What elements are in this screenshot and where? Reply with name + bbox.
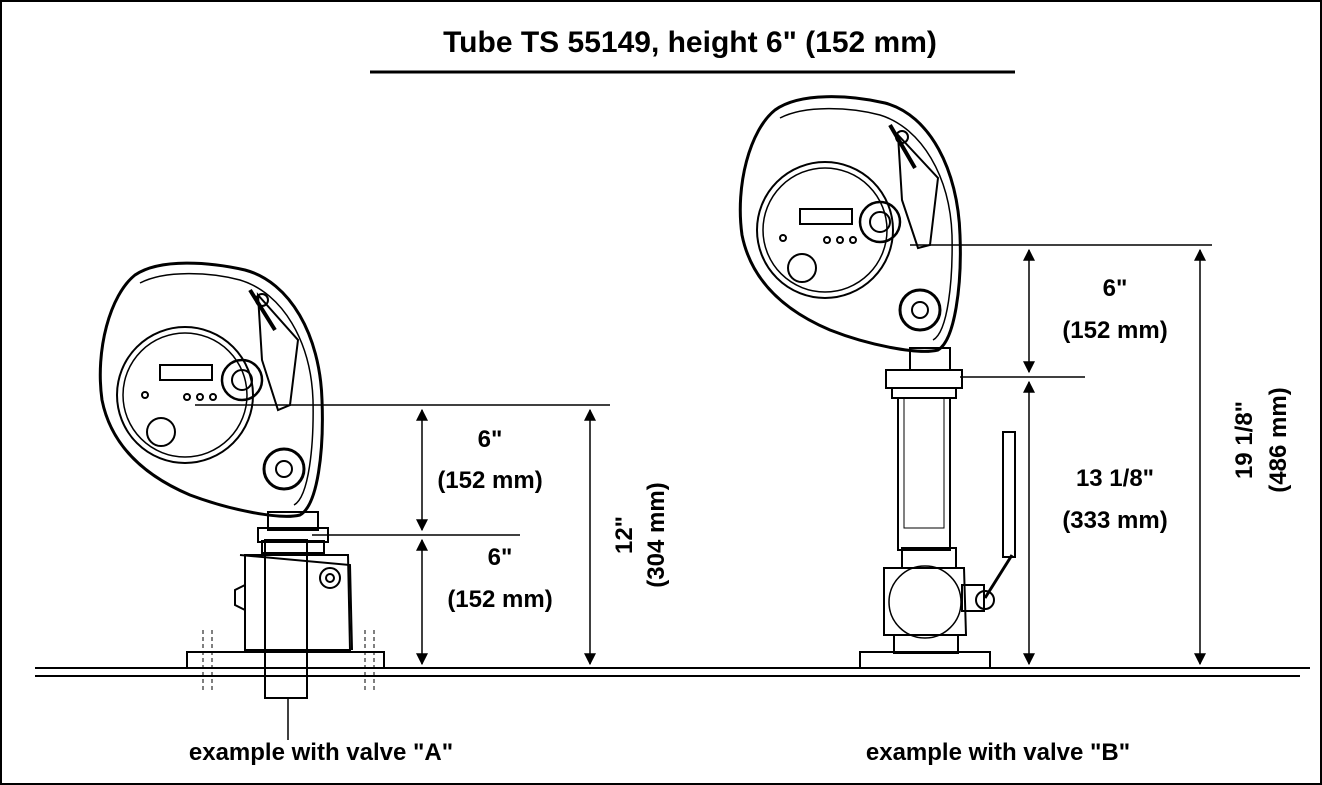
right-device: [738, 95, 1016, 669]
right-knob: [858, 200, 902, 244]
right-controller-housing: [738, 95, 962, 353]
right-dim-bottom-mm: (333 mm): [1062, 507, 1167, 534]
left-dim-total-in: 12": [611, 516, 638, 554]
left-base-plate: [186, 651, 385, 669]
left-button: [146, 417, 176, 447]
left-tube: [264, 539, 308, 699]
left-controller-housing: [98, 261, 324, 518]
left-dim-total-mm: (304 mm): [643, 482, 670, 587]
right-caption: example with valve "B": [866, 739, 1130, 766]
left-dim-top-in: 6": [478, 426, 503, 453]
left-valve-body: [244, 554, 352, 651]
diagram-title: Tube TS 55149, height 6" (152 mm): [443, 26, 937, 59]
left-neck: [267, 511, 319, 531]
left-display: [159, 364, 213, 381]
right-dim-total-in: 19 1/8": [1231, 401, 1258, 479]
right-valve-handle: [983, 554, 1014, 599]
ground-line: [35, 667, 1310, 677]
right-dim-total-mm: (486 mm): [1265, 387, 1292, 492]
right-dimension-lines: [910, 244, 1212, 666]
left-dial-face: [116, 326, 254, 464]
left-knob: [220, 358, 264, 402]
right-display: [799, 208, 853, 225]
right-dim-top-in: 6": [1103, 275, 1128, 302]
left-caption: example with valve "A": [189, 739, 453, 766]
left-dim-bottom-mm: (152 mm): [447, 586, 552, 613]
right-button: [787, 253, 817, 283]
left-lower-knob: [262, 447, 306, 491]
right-dim-top-mm: (152 mm): [1062, 317, 1167, 344]
right-dim-bottom-in: 13 1/8": [1076, 465, 1154, 492]
right-dial-face: [756, 161, 894, 299]
right-tube: [897, 397, 951, 551]
left-dimension-lines: [195, 404, 610, 666]
left-dim-top-mm: (152 mm): [437, 467, 542, 494]
right-lower-knob: [898, 288, 942, 332]
right-base-plate: [859, 651, 991, 669]
left-device: [98, 261, 385, 740]
left-dim-bottom-in: 6": [488, 544, 513, 571]
